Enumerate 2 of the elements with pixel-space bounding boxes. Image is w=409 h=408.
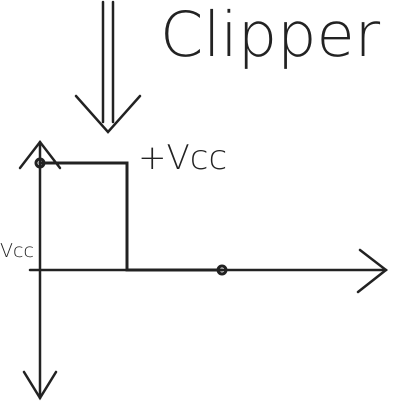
voltage-label: +Vcc	[138, 138, 228, 178]
title-text: Clipper	[160, 0, 380, 71]
